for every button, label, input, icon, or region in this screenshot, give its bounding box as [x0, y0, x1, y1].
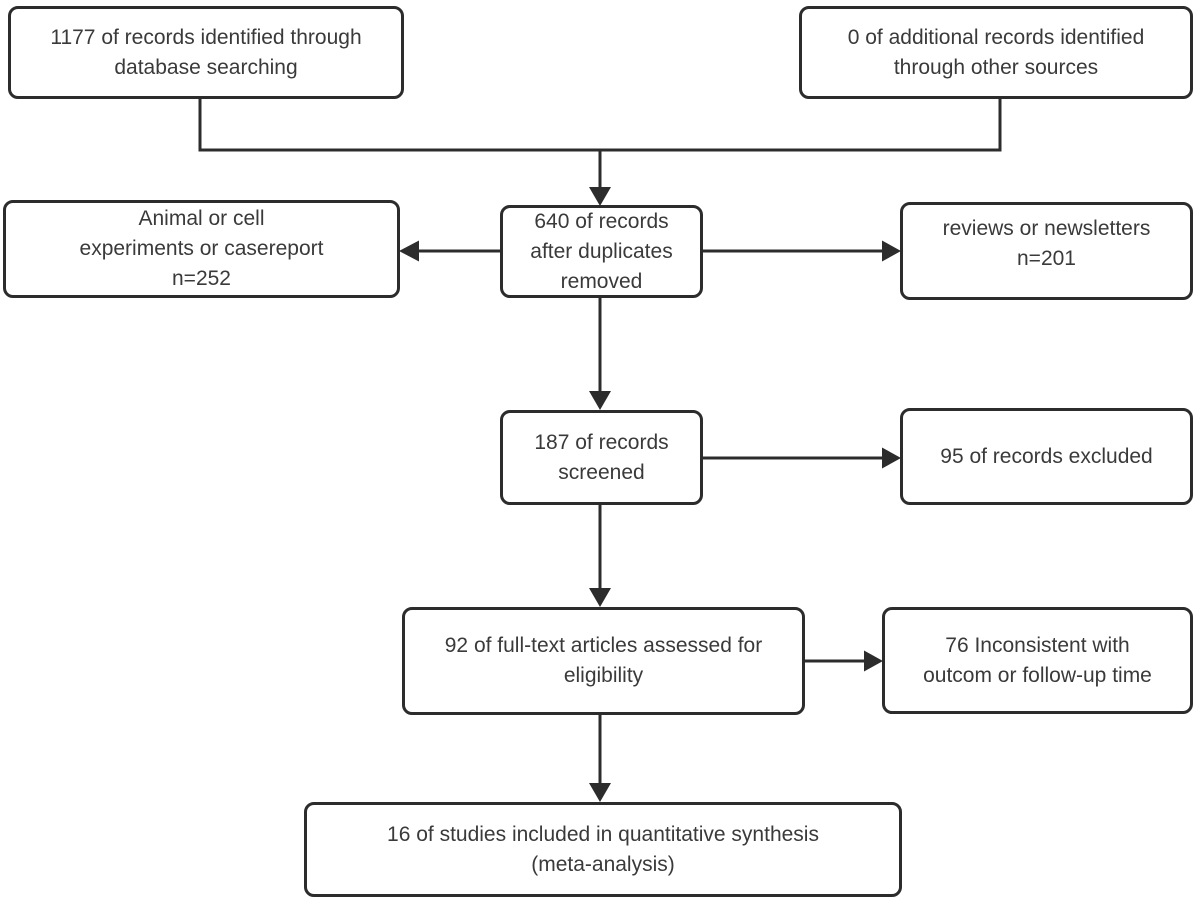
box-text-line: 95 of records excluded [940, 444, 1153, 468]
box-text-line: 16 of studies included in quantitative s… [387, 822, 819, 846]
box-text-line: 92 of full-text articles assessed for [444, 634, 763, 657]
arrow-screened-to-excluded-icon [703, 447, 901, 469]
arrow-merge-to-duplicates-icon [589, 150, 611, 206]
box-animal-cell-casereport-excluded: Animal or cell experiments or casereport… [3, 200, 400, 298]
box-text-line: n=252 [172, 267, 231, 290]
arrow-screened-to-fulltext-icon [589, 505, 611, 607]
box-records-identified-database: 1177 of records identified through datab… [8, 6, 404, 99]
arrow-duplicates-to-animal-icon [399, 240, 500, 262]
box-text-line: 76 Inconsistent with [945, 633, 1130, 657]
box-text-line: 1177 of records identified through [50, 25, 362, 49]
box-text-line: eligibility [563, 664, 644, 687]
box-text-line: after duplicates [530, 239, 673, 263]
box-inconsistent-outcome-excluded: 76 Inconsistent with outcom or follow-up… [882, 607, 1193, 714]
box-studies-included-meta-analysis: 16 of studies included in quantitative s… [304, 802, 902, 897]
box-text-line: 187 of records [534, 430, 669, 454]
box-text-line: 640 of records [534, 209, 669, 233]
box-text-line: reviews or newsletters [942, 217, 1151, 240]
box-records-after-duplicates-removed: 640 of records after duplicates removed [500, 205, 703, 298]
box-text-line: removed [560, 269, 643, 293]
box-text-line: experiments or casereport [79, 237, 324, 260]
box-reviews-newsletters-excluded: reviews or newsletters n=201 [900, 202, 1193, 300]
box-records-screened: 187 of records screened [500, 410, 703, 505]
box-text-line: 0 of additional records identified [847, 25, 1145, 49]
box-text-line: through other sources [893, 55, 1099, 79]
box-text-line: (meta-analysis) [531, 852, 675, 876]
box-records-identified-other-sources: 0 of additional records identified throu… [799, 6, 1193, 99]
box-text-line: n=201 [1017, 247, 1076, 270]
arrow-duplicates-to-screened-icon [589, 298, 611, 410]
box-fulltext-articles-assessed: 92 of full-text articles assessed for el… [402, 607, 805, 715]
arrow-fulltext-to-inconsistent-icon [805, 650, 883, 672]
arrow-fulltext-to-included-icon [589, 715, 611, 802]
arrow-duplicates-to-reviews-icon [703, 240, 901, 262]
box-text-line: database searching [114, 55, 298, 79]
box-records-excluded: 95 of records excluded [900, 408, 1193, 505]
box-text-line: outcom or follow-up time [923, 663, 1152, 687]
box-text-line: screened [558, 460, 645, 484]
box-text-line: Animal or cell [138, 207, 265, 230]
